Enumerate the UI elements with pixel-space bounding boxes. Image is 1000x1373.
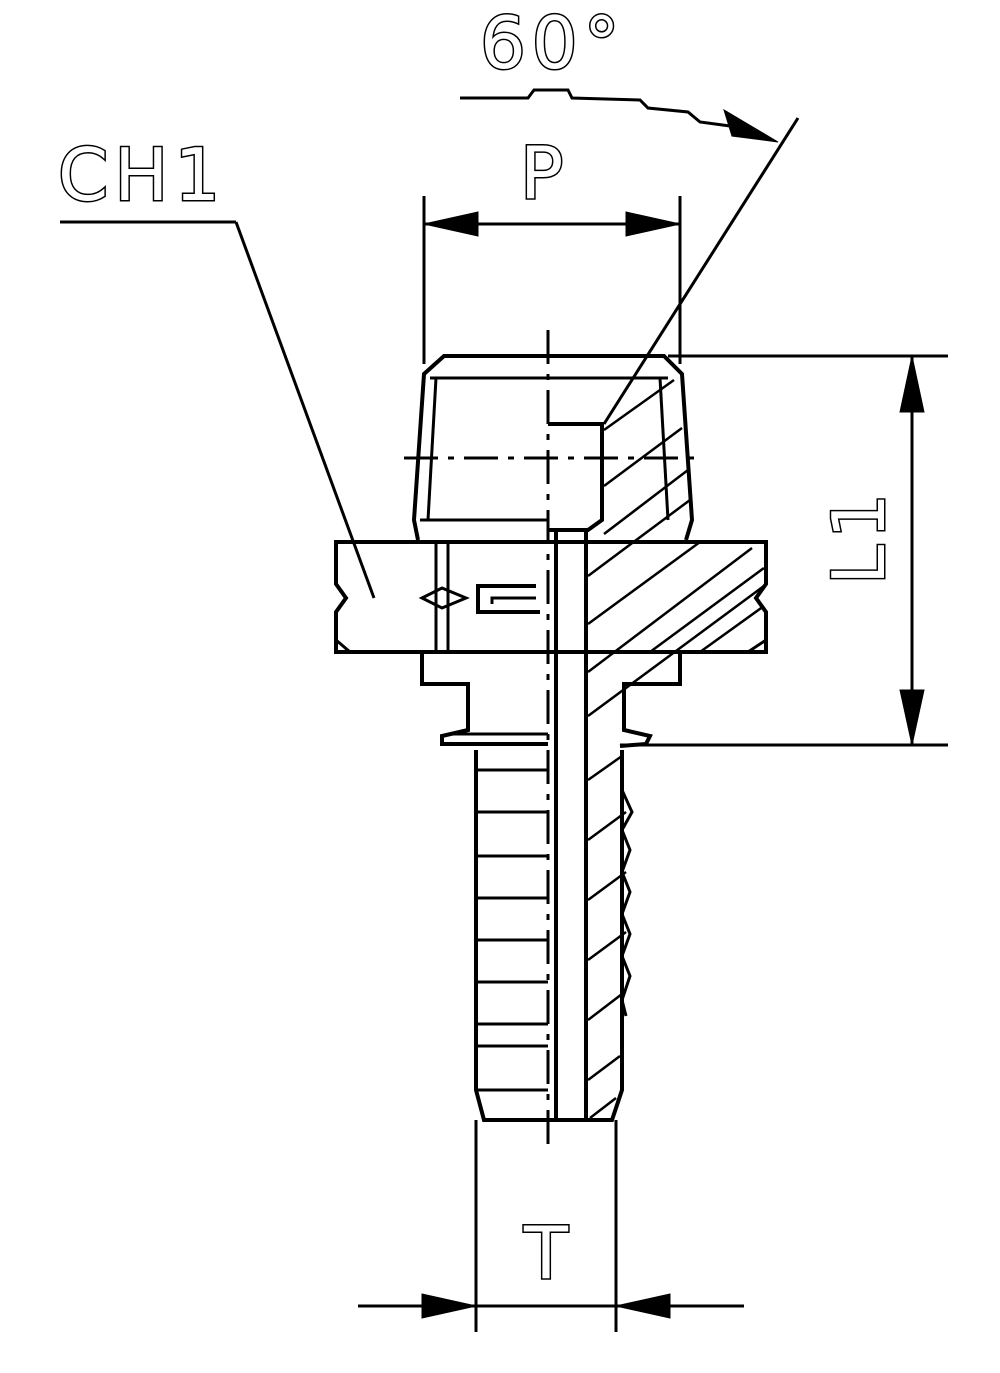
tail-dimension — [358, 1120, 744, 1332]
tail-label: T — [523, 1211, 574, 1295]
hex-label: CH1 — [58, 133, 226, 217]
hex-leader — [60, 220, 376, 599]
length-label: L1 — [817, 487, 901, 585]
barbs — [476, 768, 634, 1092]
angle-dimension — [460, 88, 800, 425]
section-hatching — [587, 378, 765, 1119]
length-dimension — [620, 354, 948, 747]
angle-label: 60° — [480, 1, 626, 85]
fitting-body — [334, 354, 768, 1122]
thread-dimension — [422, 196, 682, 364]
thread-label: P — [520, 131, 569, 215]
